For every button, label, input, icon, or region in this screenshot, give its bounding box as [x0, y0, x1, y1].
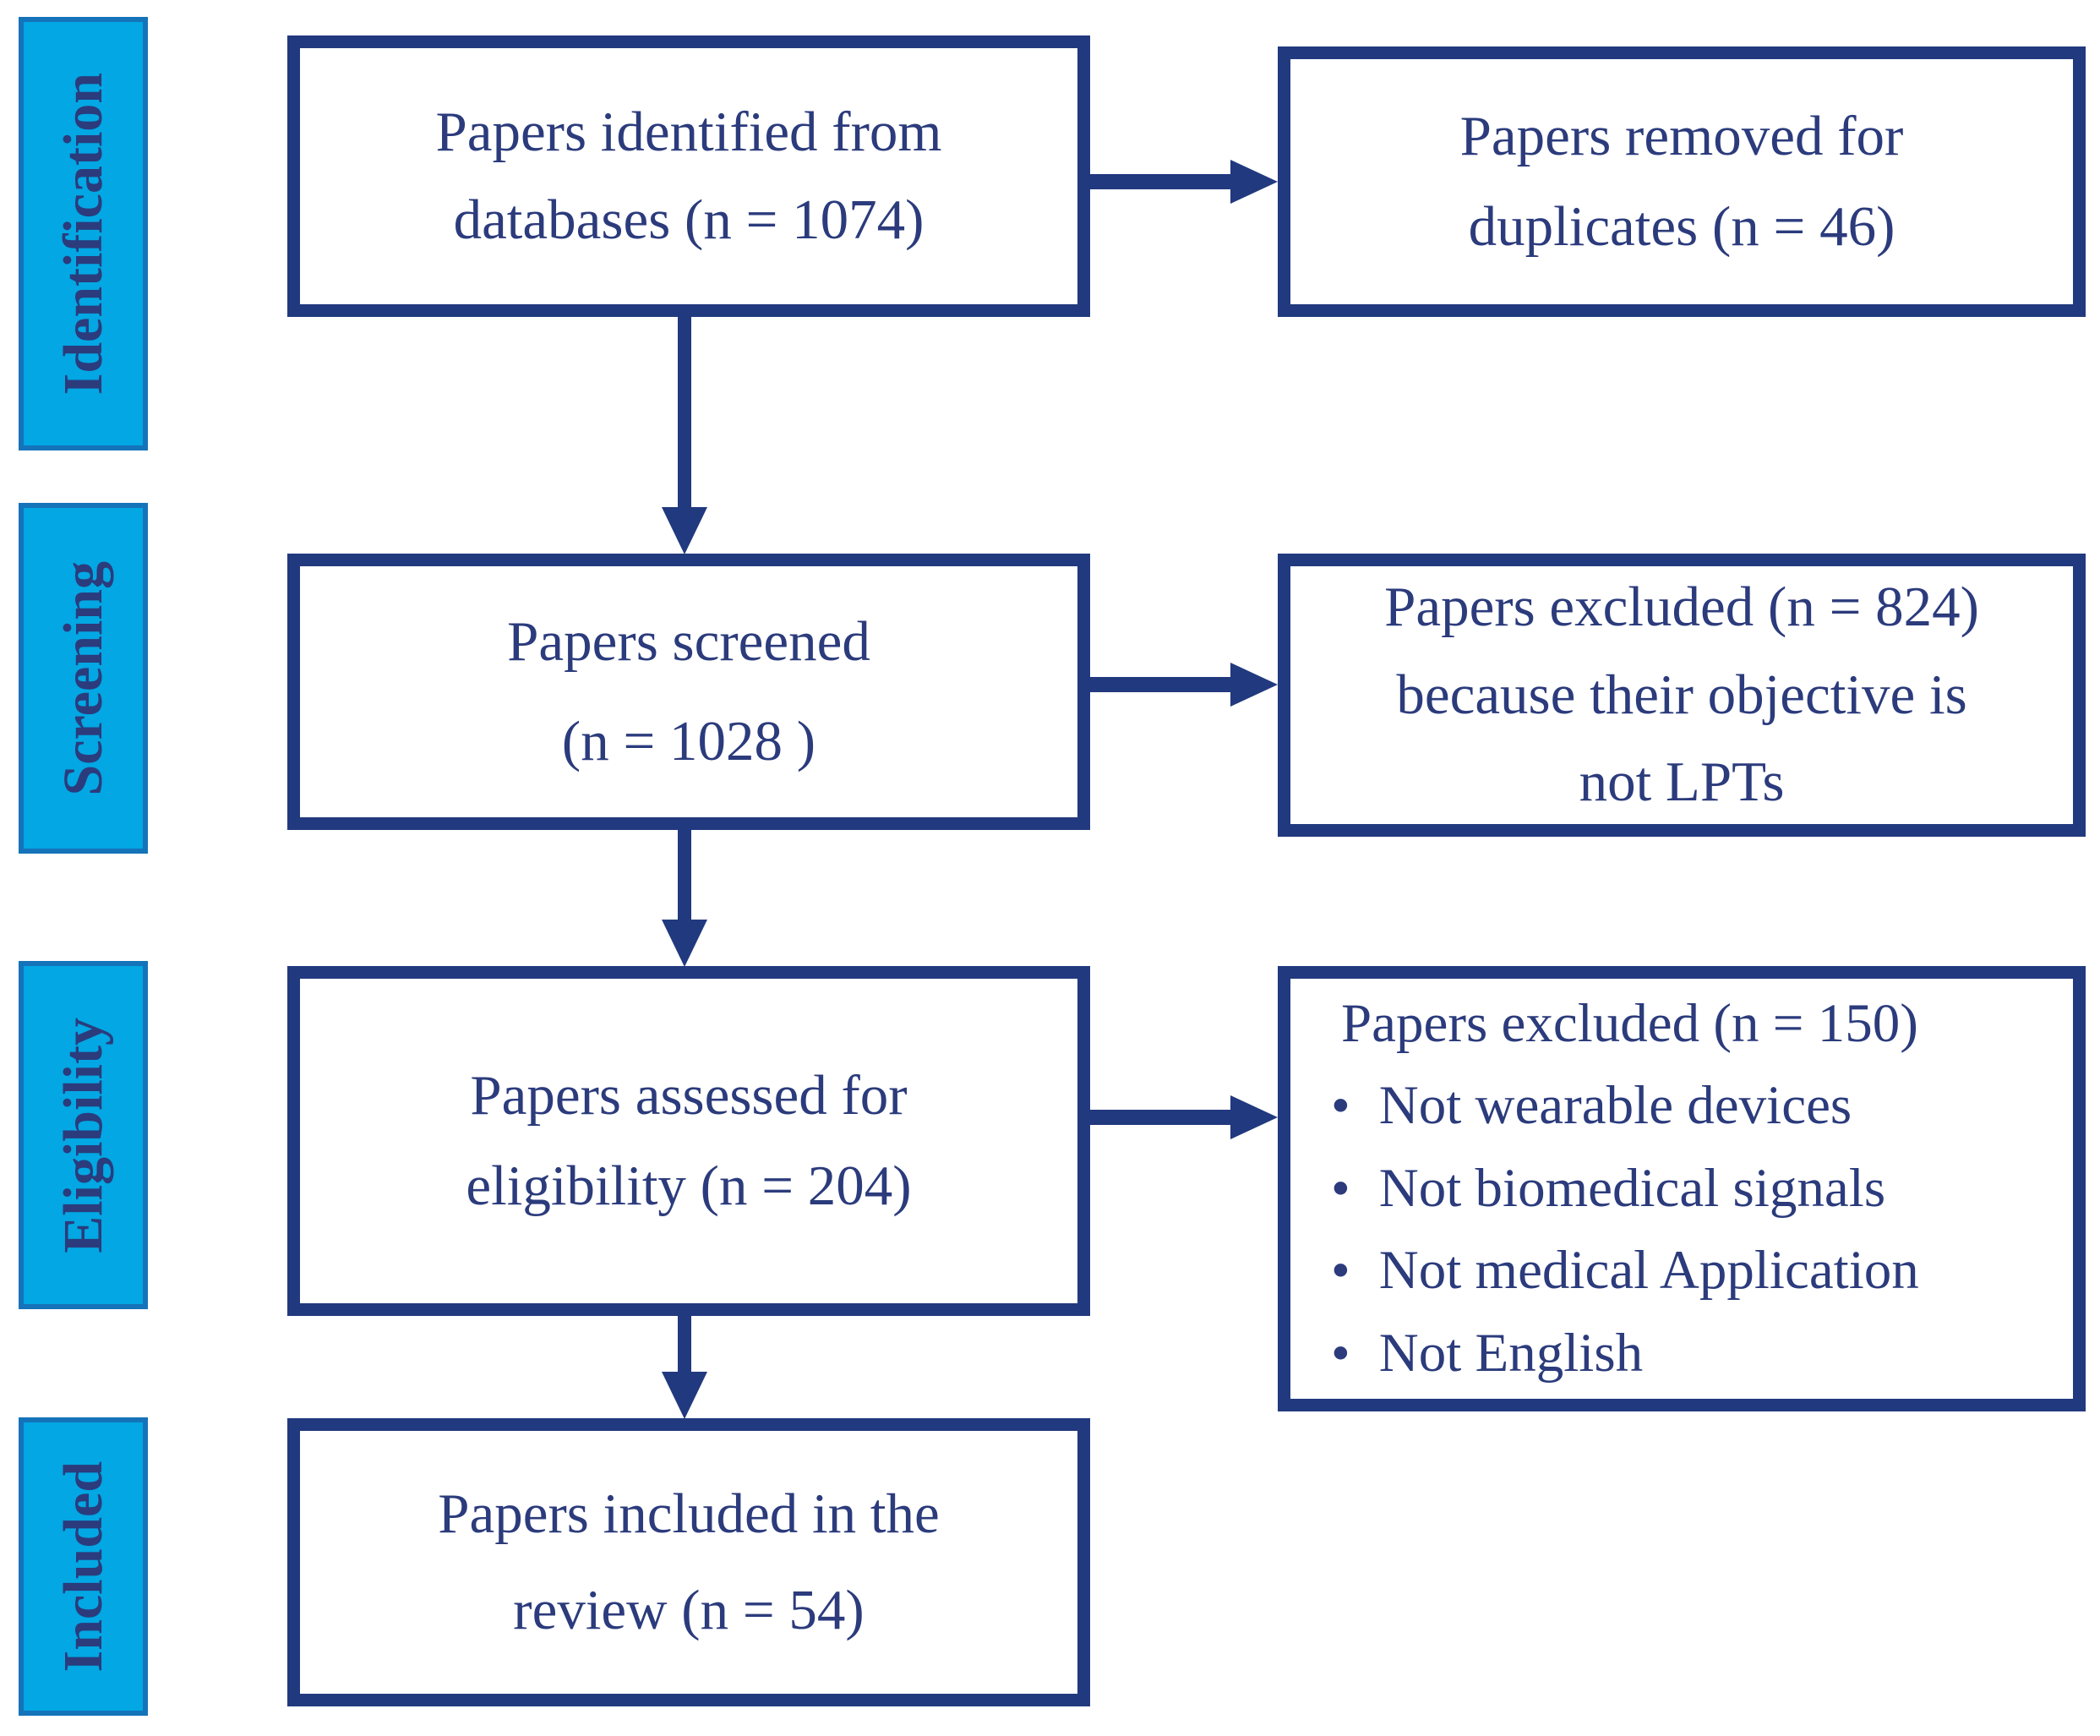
side-box-excluded-screening-line3: not LPTs — [1579, 751, 1785, 814]
stage-included-label: Included — [52, 1460, 114, 1673]
flow-box-identified-line2: databases (n = 1074) — [453, 188, 925, 251]
arrow-down-identified-to-screened-head-icon — [662, 507, 707, 554]
arrow-right-screened-to-excluded — [1088, 677, 1234, 692]
flow-box-included-line1: Papers included in the — [438, 1482, 940, 1545]
bullet-not-biomedical-signals-text: Not biomedical signals — [1378, 1157, 1886, 1219]
bullet-not-medical-application-text: Not medical Application — [1378, 1240, 1919, 1302]
flow-box-screened-line2: (n = 1028 ) — [561, 709, 816, 772]
flow-box-included-line2: review (n = 54) — [513, 1578, 865, 1641]
stage-identification: Identification — [19, 17, 148, 450]
stage-eligibility: Eligibility — [19, 961, 148, 1309]
stage-included: Included — [19, 1417, 148, 1716]
arrow-down-screened-to-assessed-head-icon — [662, 920, 707, 967]
arrow-right-identified-to-duplicates-head-icon — [1230, 160, 1278, 204]
side-box-excluded-screening-line2: because their objective is — [1396, 663, 1967, 726]
arrow-down-identified-to-screened — [678, 317, 691, 510]
flow-box-assessed-line2: eligibility (n = 204) — [466, 1155, 912, 1217]
arrow-right-identified-to-duplicates — [1088, 174, 1234, 189]
stage-screening-label: Screening — [52, 560, 114, 796]
bullet-not-wearable-devices-text: Not wearable devices — [1378, 1075, 1852, 1137]
bullet-not-biomedical-signals: Not biomedical signals — [1331, 1148, 1885, 1231]
side-box-duplicates-line2: duplicates (n = 46) — [1468, 195, 1895, 258]
flow-box-assessed: Papers assessed for eligibility (n = 204… — [287, 966, 1090, 1316]
flow-box-identified-line1: Papers identified from — [435, 100, 942, 163]
bullet-not-medical-application: Not medical Application — [1331, 1230, 1919, 1313]
side-box-excluded-screening-line1: Papers excluded (n = 824) — [1384, 575, 1979, 638]
side-box-excluded-eligibility: Papers excluded (n = 150) Not wearable d… — [1278, 966, 2086, 1411]
arrow-down-assessed-to-included — [678, 1316, 691, 1373]
stage-screening: Screening — [19, 503, 148, 854]
bullet-not-english-text: Not English — [1378, 1322, 1644, 1384]
arrow-right-screened-to-excluded-head-icon — [1230, 663, 1278, 707]
arrow-right-assessed-to-excluded-head-icon — [1230, 1095, 1278, 1139]
flow-box-screened: Papers screened (n = 1028 ) — [287, 554, 1090, 830]
flow-box-included: Papers included in the review (n = 54) — [287, 1418, 1090, 1706]
arrow-down-screened-to-assessed — [678, 830, 691, 921]
flow-box-screened-line1: Papers screened — [507, 610, 870, 674]
arrow-right-assessed-to-excluded — [1088, 1110, 1234, 1125]
flow-box-assessed-line1: Papers assessed for — [470, 1063, 908, 1127]
side-box-duplicates-line1: Papers removed for — [1459, 104, 1904, 167]
bullet-not-wearable-devices: Not wearable devices — [1331, 1065, 1852, 1148]
stage-eligibility-label: Eligibility — [52, 1017, 114, 1253]
side-box-duplicates-removed: Papers removed for duplicates (n = 46) — [1278, 46, 2086, 317]
arrow-down-assessed-to-included-head-icon — [662, 1372, 707, 1419]
stage-identification-label: Identification — [52, 72, 114, 396]
flow-box-identified: Papers identified from databases (n = 10… — [287, 35, 1090, 317]
side-box-excluded-eligibility-title: Papers excluded (n = 150) — [1341, 992, 1918, 1054]
bullet-not-english: Not English — [1331, 1313, 1643, 1395]
side-box-excluded-screening: Papers excluded (n = 824) because their … — [1278, 554, 2086, 837]
